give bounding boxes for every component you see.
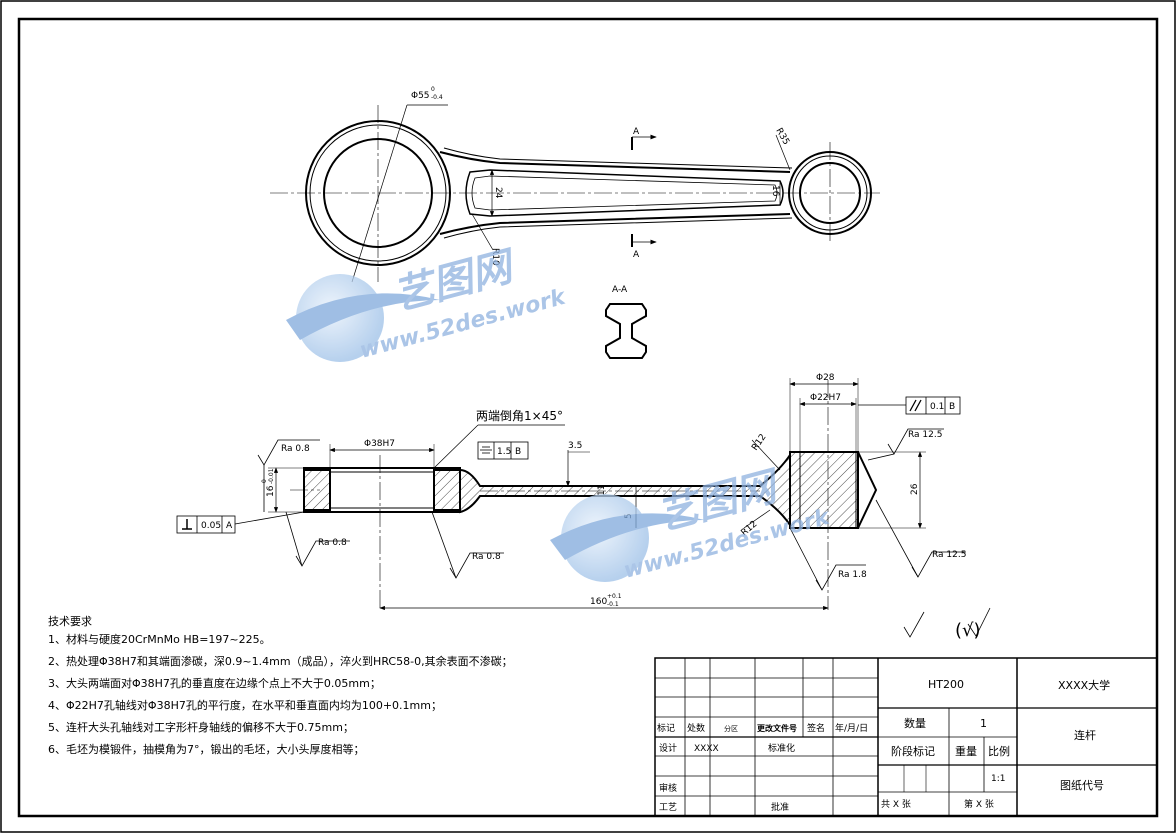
tb-scale-value: 1:1	[991, 774, 1005, 784]
roughness-1-8: Ra 1.8	[838, 570, 867, 580]
dim-r10: R10	[490, 248, 500, 266]
dim-16-tol-lower: -0.01	[268, 468, 275, 484]
tb-stage-label: 阶段标记	[891, 744, 935, 758]
tech-req-item: 6、毛坯为模锻件，抽模角为7°，锻出的毛坯，大小头厚度相等；	[48, 742, 365, 756]
tech-req-item: 3、大头两端面对Φ38H7孔的垂直度在边缘个点上不大于0.05mm；	[48, 676, 381, 690]
tb-rev-date: 年/月/日	[835, 722, 868, 734]
tb-school: XXXX大学	[1058, 678, 1110, 692]
dim-26: 26	[910, 483, 920, 495]
tb-qty-value: 1	[980, 717, 987, 730]
gdt-sym-tol: 1.5	[497, 447, 511, 457]
section-aa: A-A	[605, 285, 647, 359]
tech-req-item: 2、热处理Φ38H7和其端面渗碳，深0.9~1.4mm（成品），淬火到HRC58…	[48, 654, 513, 668]
tech-requirements: 技术要求 1、材料与硬度20CrMnMo HB=197~225。 2、热处理Φ3…	[48, 615, 513, 756]
roughness-0-8-left: Ra 0.8	[318, 538, 347, 548]
tb-approve: 批准	[771, 801, 789, 813]
title-block-text: HT200 XXXX大学 连杆 图纸代号 数量 1 阶段标记 重量 比例 1:1…	[657, 678, 1110, 813]
tech-req-item: 1、材料与硬度20CrMnMo HB=197~225。	[48, 632, 271, 646]
dim-16: 16	[770, 185, 780, 197]
tb-standardize: 标准化	[768, 742, 795, 754]
tb-qty-label: 数量	[904, 717, 926, 730]
tech-req-item: 4、Φ22H7孔轴线对Φ38H7孔的平行度，在水平和垂直面内均为100+0.1m…	[48, 698, 442, 712]
tb-rev-mark: 标记	[657, 722, 675, 734]
dim-16-left: 16	[266, 485, 276, 497]
dim-24: 24	[493, 187, 503, 199]
general-roughness: (√)	[955, 620, 981, 641]
tb-drawing-code: 图纸代号	[1060, 779, 1104, 792]
dim-160-tol-lower: -0.1	[607, 601, 619, 608]
roughness-12-5-top: Ra 12.5	[908, 430, 942, 440]
dim-3-5: 3.5	[568, 441, 582, 451]
tb-rev-count: 处数	[687, 722, 705, 734]
section-aa-label: A-A	[612, 285, 628, 295]
dim-r12: R12	[750, 432, 768, 452]
side-view-labels: 两端倒角1×45° Φ38H7 Φ28 Φ22H7 3.5 5 11 R12 R…	[201, 373, 981, 641]
tb-rev-zone: 分区	[724, 724, 738, 733]
side-view	[176, 378, 991, 638]
section-mark-bottom: A	[633, 250, 640, 260]
inner-frame	[17, 17, 1159, 818]
tech-req-title: 技术要求	[48, 615, 92, 628]
dim-big-dia-tol-lower: -0.4	[431, 94, 443, 101]
tb-weight-label: 重量	[955, 744, 977, 758]
dim-phi28: Φ28	[816, 373, 835, 383]
front-view	[270, 104, 880, 283]
tb-process: 工艺	[659, 802, 677, 813]
tb-part-name: 连杆	[1074, 728, 1096, 742]
tb-design: 设计	[659, 742, 677, 754]
tb-total-sheets: 共 X 张	[881, 799, 911, 810]
gdt-par-tol: 0.1	[930, 402, 944, 412]
dim-160: 160	[590, 597, 607, 607]
tb-rev-sign: 签名	[807, 722, 825, 734]
tb-review: 审核	[659, 782, 677, 794]
gdt-perp-tol: 0.05	[201, 521, 221, 531]
dim-160-tol-upper: +0.1	[607, 593, 622, 600]
roughness-0-8-top: Ra 0.8	[281, 444, 310, 454]
dim-big-dia-tol-upper: 0	[431, 86, 435, 93]
chamfer-note: 两端倒角1×45°	[476, 409, 563, 423]
gdt-par-datum: B	[949, 402, 955, 412]
dim-r35: R35	[773, 127, 791, 147]
dim-big-dia: Φ55	[411, 91, 430, 101]
gdt-perp-datum: A	[226, 521, 233, 531]
dim-phi22h7: Φ22H7	[810, 393, 841, 403]
tb-material: HT200	[928, 678, 964, 691]
section-mark-top: A	[633, 127, 640, 137]
gdt-sym-datum: B	[515, 447, 521, 457]
tb-rev-doc: 更改文件号	[757, 723, 797, 733]
tb-designer: XXXX	[694, 744, 719, 754]
roughness-0-8-mid: Ra 0.8	[472, 552, 501, 562]
dim-phi38h7: Φ38H7	[364, 439, 395, 449]
watermark-1: 艺图网 www.52des.work	[286, 243, 569, 364]
tech-req-item: 5、连杆大头孔轴线对工字形杆身轴线的偏移不大于0.75mm；	[48, 720, 354, 734]
dim-11: 11	[597, 485, 607, 496]
title-block	[654, 657, 1158, 817]
dim-16-tol-upper: 0	[261, 479, 268, 483]
tb-scale-label: 比例	[988, 744, 1010, 758]
tb-sheet-no: 第 X 张	[964, 798, 994, 810]
roughness-12-5-bottom: Ra 12.5	[932, 550, 966, 560]
